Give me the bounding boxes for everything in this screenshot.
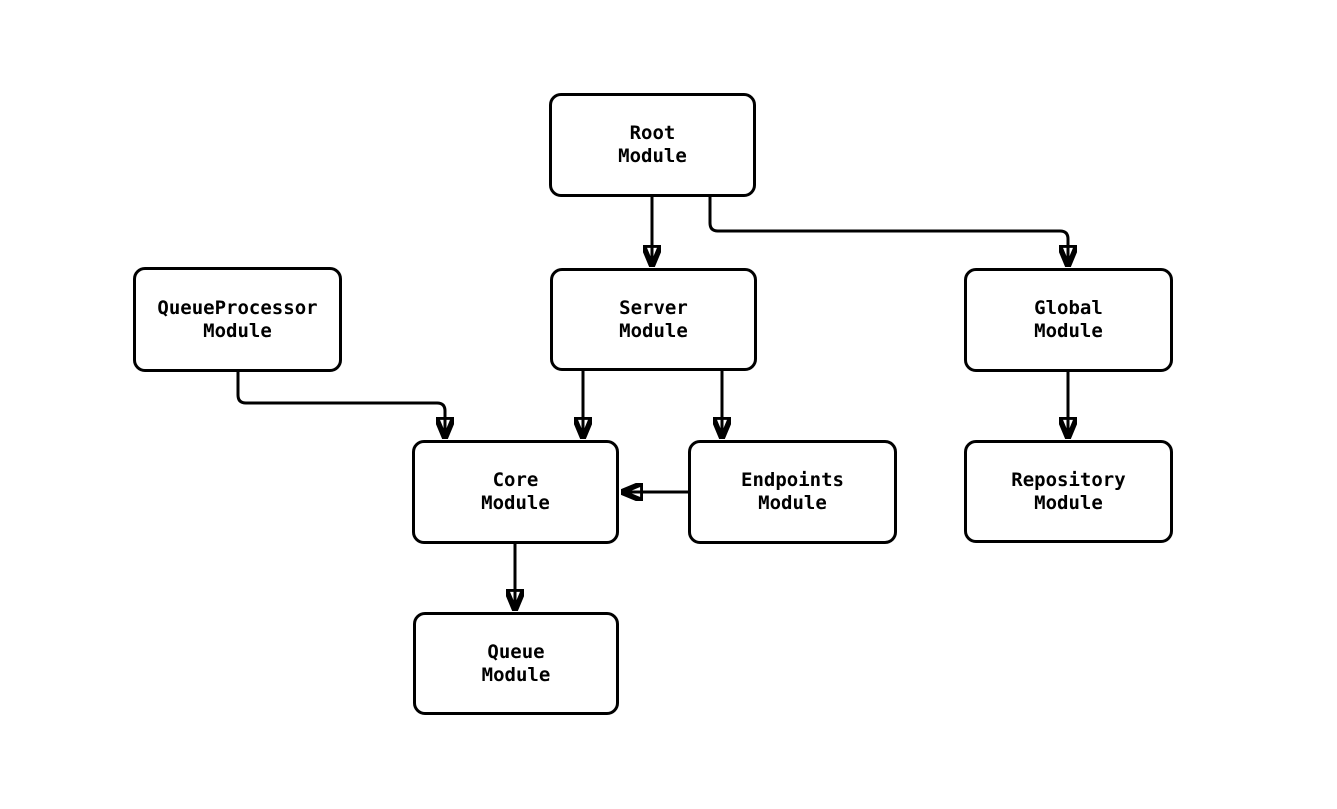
node-root-module-label: Root Module	[618, 122, 687, 167]
edge-queueprocessor-to-core	[236, 372, 445, 437]
node-server-module-label: Server Module	[619, 296, 688, 342]
node-server-module: Server Module	[550, 268, 757, 371]
node-endpoints-module-label: Endpoints Module	[741, 469, 844, 514]
node-repository-module-label: Repository Module	[1011, 468, 1126, 514]
node-queueprocessor-module-label: QueueProcessor Module	[157, 296, 318, 342]
node-endpoints-module: Endpoints Module	[688, 440, 897, 544]
node-root-module: Root Module	[549, 93, 756, 197]
node-queueprocessor-module: QueueProcessor Module	[133, 267, 342, 372]
node-queue-module-label: Queue Module	[481, 640, 551, 686]
edge-root-to-global	[708, 197, 1068, 265]
node-repository-module: Repository Module	[964, 440, 1173, 543]
node-global-module-label: Global Module	[1034, 297, 1103, 342]
node-core-module: Core Module	[412, 440, 619, 544]
node-global-module: Global Module	[964, 268, 1173, 372]
node-core-module-label: Core Module	[481, 469, 550, 514]
node-queue-module: Queue Module	[413, 612, 619, 715]
